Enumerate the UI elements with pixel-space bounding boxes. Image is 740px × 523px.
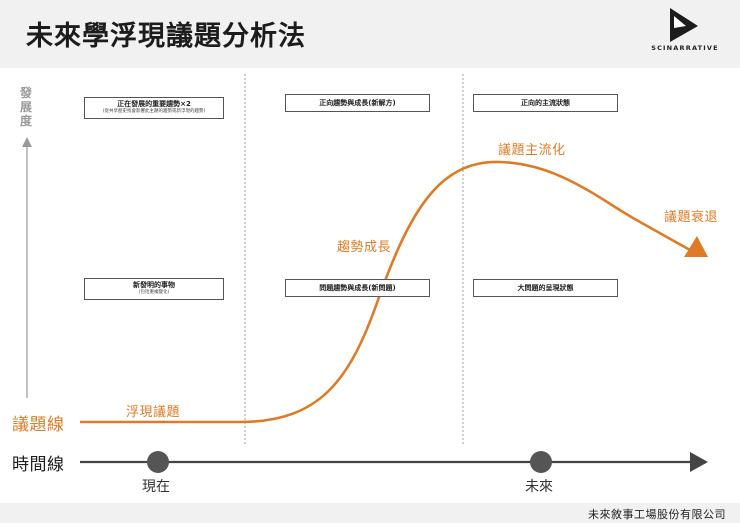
box-positive-mainstream-title: 正向的主流狀態	[521, 99, 570, 107]
box-positive-trend-growth-title: 正向趨勢與成長(新解方)	[319, 99, 396, 107]
box-positive-trend-growth: 正向趨勢與成長(新解方)	[285, 94, 430, 112]
label-mainstream: 議題主流化	[498, 143, 566, 158]
box-important-trends-note: (從共享歷史找會影響此主題的趨勢或新浮現的趨勢)	[102, 109, 206, 114]
timeline-label: 時間線	[12, 455, 65, 475]
box-positive-mainstream: 正向的主流狀態	[473, 94, 618, 112]
box-new-inventions: 新發明的事物 (包括重複變化)	[84, 278, 224, 300]
brand-logo-text: SCINARRATIVE	[651, 44, 719, 52]
timeline-dot-future	[530, 451, 552, 473]
timeline-dot-now	[147, 451, 169, 473]
timeline-arrow-icon	[690, 452, 708, 472]
page-title: 未來學浮現議題分析法	[26, 21, 306, 52]
play-triangle-logo-icon	[670, 8, 698, 42]
box-important-trends: 正在發展的重要趨勢×2 (從共享歷史找會影響此主題的趨勢或新浮現的趨勢)	[84, 97, 224, 119]
issue-line-label: 議題線	[12, 415, 65, 435]
box-problem-trend-growth-title: 問題趨勢與成長(新問題)	[319, 284, 396, 292]
footer-bar: 未來敘事工場股份有限公司	[0, 503, 740, 523]
company-name: 未來敘事工場股份有限公司	[588, 508, 726, 521]
label-emerging-issue: 浮現議題	[126, 405, 181, 420]
box-new-inventions-note: (包括重複變化)	[138, 290, 170, 295]
header-bar: 未來學浮現議題分析法 SCINARRATIVE	[0, 0, 740, 68]
box-major-problem-state-title: 大問題的呈現狀態	[517, 284, 574, 292]
timeline-now-label: 現在	[142, 479, 170, 495]
y-axis-arrow-icon	[22, 137, 32, 147]
curve-end-arrow-icon	[684, 236, 708, 257]
y-axis-label: 發展度	[19, 86, 32, 128]
box-problem-trend-growth: 問題趨勢與成長(新問題)	[285, 279, 430, 297]
timeline-future-label: 未來	[525, 479, 553, 495]
issue-curve	[80, 160, 691, 424]
label-trend-growth: 趨勢成長	[337, 240, 392, 255]
label-decline: 議題衰退	[664, 210, 719, 225]
box-major-problem-state: 大問題的呈現狀態	[473, 279, 618, 297]
box-new-inventions-title: 新發明的事物	[133, 281, 175, 289]
box-important-trends-title: 正在發展的重要趨勢×2	[117, 100, 191, 108]
